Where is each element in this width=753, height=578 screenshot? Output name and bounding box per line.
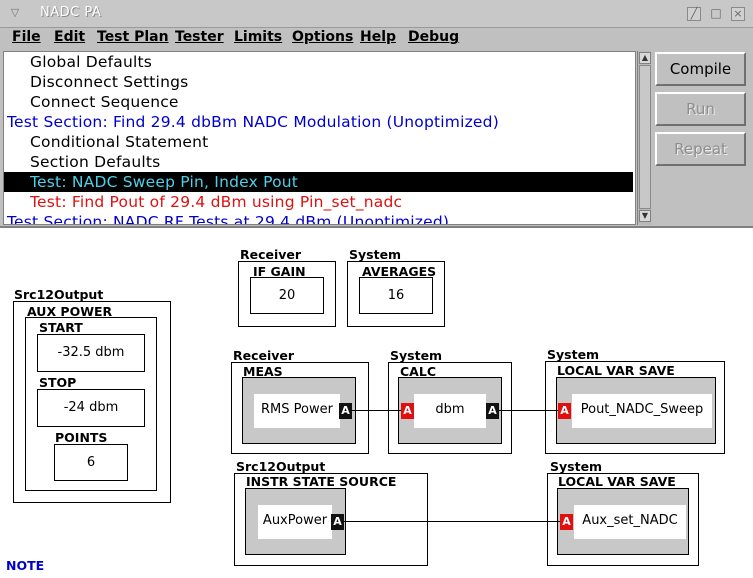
aux-power-title: AUX POWER bbox=[27, 304, 113, 319]
lvs2-value: Aux_set_NADC bbox=[574, 505, 686, 539]
points-label: POINTS bbox=[55, 430, 108, 445]
menu-file[interactable]: File bbox=[12, 29, 41, 45]
menu-limits[interactable]: Limits bbox=[234, 29, 283, 45]
list-item-test-section-modulation[interactable]: Test Section: Find 29.4 dbBm NADC Modula… bbox=[7, 113, 499, 131]
instr-state-value: AuxPower bbox=[258, 505, 332, 539]
meas-value: RMS Power bbox=[254, 394, 340, 428]
minimize-icon[interactable]: ╱ bbox=[687, 7, 701, 21]
scroll-down-icon[interactable]: ▼ bbox=[639, 210, 651, 222]
window-title: NADC PA bbox=[40, 5, 102, 20]
menu-help[interactable]: Help bbox=[360, 29, 397, 45]
calc-value: dbm bbox=[414, 394, 486, 428]
lvs2-input-port[interactable]: A bbox=[560, 514, 573, 530]
list-item-section-defaults[interactable]: Section Defaults bbox=[30, 153, 161, 171]
scroll-up-icon[interactable]: ▲ bbox=[639, 52, 651, 64]
close-icon[interactable]: × bbox=[731, 7, 745, 21]
test-plan-list[interactable]: Global Defaults Disconnect Settings Conn… bbox=[3, 51, 636, 225]
note-label[interactable]: NOTE bbox=[6, 558, 45, 573]
if-gain-group-label: Receiver bbox=[240, 247, 302, 262]
lvs2-group-label: System bbox=[550, 459, 603, 474]
list-item-conditional-statement[interactable]: Conditional Statement bbox=[30, 133, 209, 151]
window-menu-icon[interactable]: ▽ bbox=[10, 6, 20, 19]
wire-calc-to-lvs1 bbox=[499, 410, 558, 411]
list-item-disconnect-settings[interactable]: Disconnect Settings bbox=[30, 73, 189, 91]
instr-state-title: INSTR STATE SOURCE bbox=[246, 474, 397, 489]
calc-group-label: System bbox=[390, 348, 443, 363]
instr-group-label: Src12Output bbox=[236, 459, 326, 474]
title-bar: ▽ NADC PA ╱ □ × bbox=[0, 0, 753, 28]
wire-instr-to-lvs2 bbox=[344, 521, 560, 522]
menu-bar: File Edit Test Plan Tester Limits Option… bbox=[0, 28, 753, 50]
list-item-global-defaults[interactable]: Global Defaults bbox=[30, 53, 153, 71]
if-gain-value-field[interactable]: 20 bbox=[250, 277, 324, 314]
calc-output-port[interactable]: A bbox=[486, 403, 499, 419]
averages-title: AVERAGES bbox=[362, 264, 437, 279]
start-label: START bbox=[39, 320, 83, 335]
calc-title: CALC bbox=[400, 364, 436, 379]
compile-button[interactable]: Compile bbox=[655, 52, 746, 86]
meas-title: MEAS bbox=[243, 364, 283, 379]
stop-value-field[interactable]: -24 dbm bbox=[37, 389, 145, 427]
lvs1-value: Pout_NADC_Sweep bbox=[572, 394, 712, 428]
scrollbar-thumb[interactable] bbox=[639, 65, 651, 209]
averages-value-field[interactable]: 16 bbox=[359, 277, 433, 314]
list-item-connect-sequence[interactable]: Connect Sequence bbox=[30, 93, 179, 111]
if-gain-title: IF GAIN bbox=[253, 264, 306, 279]
list-item-test-section-rf[interactable]: Test Section: NADC RF Tests at 29.4 dBm … bbox=[7, 213, 450, 225]
meas-group-label: Receiver bbox=[233, 348, 295, 363]
menu-options[interactable]: Options bbox=[292, 29, 354, 45]
aux-group-label: Src12Output bbox=[14, 287, 104, 302]
lvs1-input-port[interactable]: A bbox=[558, 403, 571, 419]
start-value-field[interactable]: -32.5 dbm bbox=[37, 334, 145, 372]
menu-debug[interactable]: Debug bbox=[408, 29, 460, 45]
list-item-test-find-pout[interactable]: Test: Find Pout of 29.4 dBm using Pin_se… bbox=[30, 193, 403, 211]
lvs2-title: LOCAL VAR SAVE bbox=[558, 474, 676, 489]
wire-meas-to-calc bbox=[352, 410, 401, 411]
menu-tester[interactable]: Tester bbox=[175, 29, 224, 45]
repeat-button[interactable]: Repeat bbox=[655, 132, 746, 166]
lvs1-group-label: System bbox=[547, 347, 600, 362]
meas-output-port[interactable]: A bbox=[339, 403, 352, 419]
stop-label: STOP bbox=[39, 375, 77, 390]
menu-test-plan[interactable]: Test Plan bbox=[97, 29, 169, 45]
lvs1-title: LOCAL VAR SAVE bbox=[557, 363, 675, 378]
averages-group-label: System bbox=[349, 247, 402, 262]
list-item-selected-test-sweep[interactable]: Test: NADC Sweep Pin, Index Pout bbox=[4, 172, 633, 192]
points-value-field[interactable]: 6 bbox=[54, 444, 128, 481]
instr-output-port[interactable]: A bbox=[331, 514, 344, 530]
calc-input-port[interactable]: A bbox=[401, 403, 414, 419]
run-button[interactable]: Run bbox=[655, 92, 746, 126]
maximize-icon[interactable]: □ bbox=[710, 6, 722, 20]
test-list-scrollbar[interactable]: ▲ ▼ bbox=[637, 51, 651, 225]
menu-edit[interactable]: Edit bbox=[54, 29, 86, 45]
